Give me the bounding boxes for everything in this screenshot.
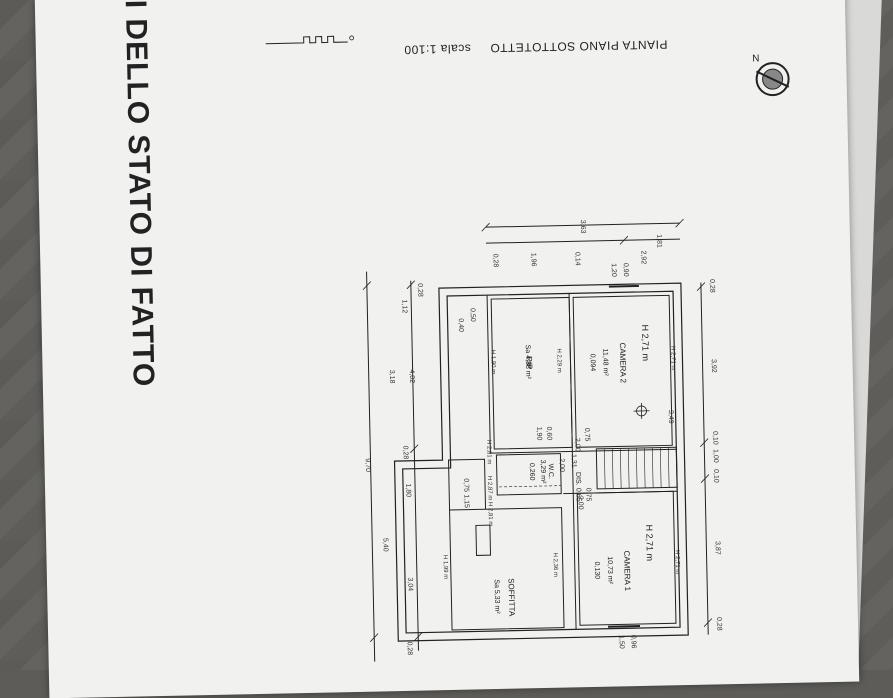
dim-left-5: 0,28 — [402, 446, 409, 460]
dim-right-5: 3,87 — [714, 541, 721, 555]
room-soffitta-area: Sa 5,33 m² — [493, 579, 501, 613]
height-3: H 1,99 m — [442, 555, 449, 579]
dim-right-1: 3,92 — [710, 359, 717, 373]
floor-plan — [35, 0, 859, 698]
room-camera2-area: 11,48 m² — [601, 349, 609, 376]
misc-label-3: 0,40 — [457, 318, 464, 332]
dim-left-8: 3,04 — [406, 577, 413, 591]
misc-label-16: 3,49 — [667, 410, 674, 424]
height-7: H 2,71 m — [669, 346, 676, 370]
paper-sheet: FICI DELLO STATO DI FATTO PIANTA PIANO S… — [35, 0, 859, 698]
room-camera1-height: H 2,71 m — [644, 524, 655, 561]
dim-left-2: 4,02 — [408, 369, 415, 383]
dim-right-4: 0,10 — [712, 469, 719, 483]
misc-label-15: 1,50 — [618, 635, 625, 649]
height-1: H 2,87 m — [486, 476, 493, 500]
misc-label-4: 0,60 — [545, 427, 552, 441]
misc-label-1: 1,20 — [610, 263, 617, 277]
dim-right-3: 1,00 — [712, 449, 719, 463]
dim-left-3: 3,18 — [388, 370, 395, 384]
dim-top-5: 0,28 — [492, 254, 499, 268]
dim-left-0: 0,28 — [416, 283, 423, 297]
dim-left-7: 5,40 — [381, 538, 388, 552]
dim-top-4: 0,14 — [573, 252, 580, 266]
room-camera2-ratio: 0,094 — [589, 354, 596, 372]
height-0: H 2,81 m — [485, 440, 492, 464]
dim-left-4: 9,70 — [364, 458, 371, 472]
room-dis-name: DIS. — [574, 472, 581, 486]
misc-label-10: 0,75 — [462, 478, 469, 492]
dim-right-2: 0,10 — [711, 431, 718, 445]
height-4: H 2,36 m — [552, 553, 559, 577]
dim-left-9: 0,28 — [406, 641, 413, 655]
dim-top-3: 1,96 — [530, 253, 537, 267]
room-wc-name: W.C. — [547, 464, 554, 479]
misc-label-13: 2,00 — [577, 496, 584, 510]
height-5: H 1,90 m — [489, 350, 496, 374]
misc-label-5: 1,90 — [535, 427, 542, 441]
room-soffitta-name: SOFFITTA — [507, 578, 517, 616]
misc-label-7: 2,00 — [573, 438, 580, 452]
misc-label-0: 0,90 — [622, 263, 629, 277]
dim-top-1: 1,81 — [655, 234, 662, 248]
dim-right-0: 0,28 — [708, 279, 715, 293]
dim-left-1: 1,12 — [400, 300, 407, 314]
room-camera2-name: CAMERA 2 — [618, 343, 628, 384]
misc-label-8: 1,31 — [570, 454, 577, 468]
height-2: H 2,81 m — [487, 502, 494, 526]
dim-top-2: 2,92 — [639, 250, 646, 264]
dim-top-0: 3,63 — [579, 220, 586, 234]
room-camera1-ratio: 0,130 — [593, 562, 600, 580]
misc-label-12: 0,75 — [584, 488, 591, 502]
misc-label-9: 2,00 — [558, 458, 565, 472]
misc-label-11: 1,15 — [463, 494, 470, 508]
room-rip-area: Sa 4,88 m² — [524, 345, 532, 379]
dim-left-6: 1,80 — [404, 483, 411, 497]
room-wc-ratio: 0,260 — [528, 463, 535, 481]
room-camera2-height: H 2,71 m — [640, 324, 651, 361]
room-wc-area: 3,29 m² — [539, 460, 546, 484]
misc-label-14: 0,96 — [630, 635, 637, 649]
height-8: H 2,71 m — [674, 550, 681, 574]
dim-right-6: 0,28 — [715, 617, 722, 631]
height-6: H 2,29 m — [555, 348, 562, 372]
misc-label-2: 0,50 — [469, 308, 476, 322]
misc-label-6: 0,75 — [583, 428, 590, 442]
room-camera1-name: CAMERA 1 — [622, 550, 632, 591]
room-camera1-area: 10,73 m² — [606, 556, 614, 584]
